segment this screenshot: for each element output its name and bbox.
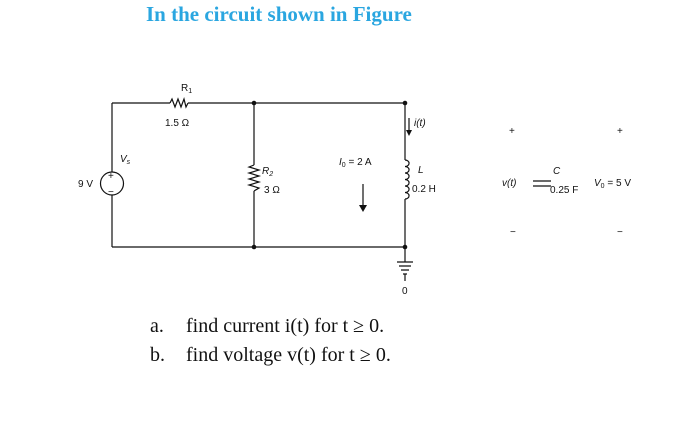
node-bottom-r2 [251, 244, 257, 250]
inductor-value: 0.2 H [412, 184, 436, 195]
cap-plus: + [509, 126, 515, 137]
r1-resistor [169, 96, 189, 109]
node-bottom-l [402, 244, 408, 250]
v0-label: V0 = 5 V [594, 178, 631, 190]
r1-value: 1.5 Ω [165, 118, 190, 129]
question-letter: b. [150, 344, 165, 366]
question-b: b. find voltage v(t) for t ≥ 0. [150, 341, 391, 370]
r1-label: R1 [181, 83, 192, 95]
inductor-coil [404, 159, 410, 200]
source-plus: + [108, 171, 114, 182]
cap-label: C [553, 166, 561, 177]
capacitor-plates [533, 180, 551, 187]
switch-symbol [397, 261, 413, 275]
inductor-current-arrowhead [406, 130, 412, 136]
inductor-current-label: i(t) [414, 118, 426, 129]
r2-label: R2 [262, 166, 273, 178]
circuit-diagram: R1 1.5 Ω Vs 9 V + − R2 3 Ω I0 = 2 A i(t)… [78, 83, 631, 297]
source-minus: − [108, 187, 114, 198]
cap-value: 0.25 F [550, 185, 578, 196]
cap-minus: − [510, 227, 516, 238]
source-label: Vs [120, 154, 131, 166]
r2-resistor [246, 164, 262, 192]
node-r1-r2 [251, 100, 257, 106]
cap-voltage: v(t) [502, 178, 516, 189]
question-text: find current i(t) for t ≥ 0. [186, 315, 385, 337]
current-source-arrowhead [359, 205, 367, 212]
question-letter: a. [150, 315, 164, 337]
current-source-label: I0 = 2 A [339, 157, 372, 169]
problem-title: In the circuit shown in Figure [146, 2, 412, 26]
question-text: find voltage v(t) for t ≥ 0. [186, 344, 391, 366]
inductor-label: L [418, 165, 424, 176]
question-a: a. find current i(t) for t ≥ 0. [150, 312, 391, 341]
node-top-l [402, 100, 408, 106]
v0-plus: + [617, 126, 623, 137]
voltage-source [99, 171, 125, 196]
question-list: a. find current i(t) for t ≥ 0. b. find vo… [150, 312, 391, 370]
source-voltage: 9 V [78, 179, 93, 190]
v0-minus: − [617, 227, 623, 238]
switch-time: 0 [402, 286, 408, 297]
r2-value: 3 Ω [264, 185, 280, 196]
